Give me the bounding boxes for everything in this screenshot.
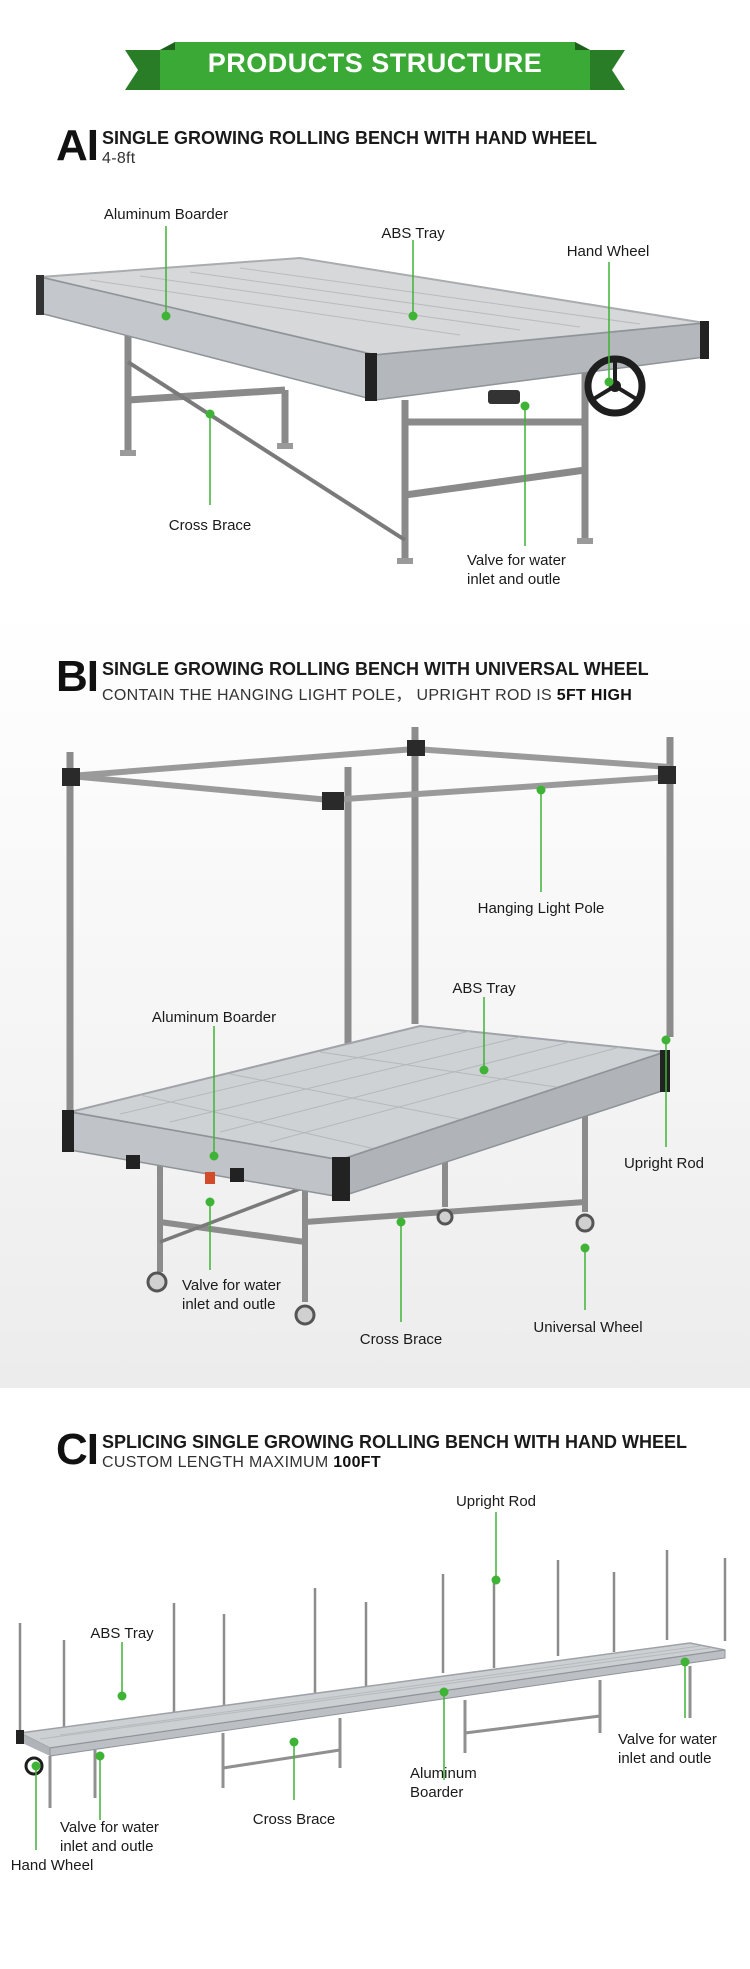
section-a: AI SINGLE GROWING ROLLING BENCH WITH HAN…: [0, 100, 750, 612]
banner-ribbon: [125, 42, 625, 90]
section-a-subtitle: 4-8ft: [102, 150, 136, 167]
bench-c-upright-rods: [18, 1550, 727, 1740]
bench-c-leaders: [35, 1512, 686, 1850]
bench-a-feet: [120, 443, 593, 564]
label-a-cross-brace: Cross Brace: [168, 517, 252, 534]
label-a-valve-line2: inlet and outle: [467, 571, 561, 588]
bench-b-universal-wheels: [146, 1208, 595, 1326]
section-b-letter: BI: [56, 652, 99, 701]
bench-c-aluminum-border: [20, 1733, 50, 1756]
label-c-valve-right-line2: inlet and outle: [618, 1750, 712, 1767]
label-b-aluminum-boarder: Aluminum Boarder: [151, 1009, 277, 1026]
section-b-subtitle-bold: 5FT HIGH: [556, 687, 633, 704]
section-a-letter: AI: [56, 121, 99, 170]
label-b-hanging-light-pole: Hanging Light Pole: [477, 900, 605, 917]
bench-a-tray-grid: [89, 267, 641, 336]
section-b-title: SINGLE GROWING ROLLING BENCH WITH UNIVER…: [102, 659, 649, 679]
bench-a-hand-wheel: [584, 355, 646, 417]
label-b-upright-rod: Upright Rod: [623, 1155, 705, 1172]
section-c-letter: CI: [56, 1425, 99, 1474]
label-b-valve-line1: Valve for water: [182, 1277, 281, 1294]
bench-c-legs: [48, 1666, 692, 1808]
label-c-valve-left-line2: inlet and outle: [60, 1838, 154, 1855]
bench-c-tray-grid: [39, 1645, 711, 1740]
label-c-aluminum-line2: Boarder: [410, 1784, 464, 1801]
section-c-subtitle-text: CUSTOM LENGTH MAXIMUM: [102, 1454, 334, 1471]
section-c-subtitle: CUSTOM LENGTH MAXIMUM 100FT: [102, 1454, 381, 1472]
section-a-title: SINGLE GROWING ROLLING BENCH WITH HAND W…: [102, 128, 597, 148]
label-c-valve-left: Valve for water inlet and outle: [60, 1818, 159, 1856]
bench-c-leader-dots: [31, 1575, 690, 1771]
label-b-universal-wheel: Universal Wheel: [533, 1319, 643, 1336]
label-c-hand-wheel: Hand Wheel: [10, 1857, 94, 1874]
section-b-subtitle: CONTAIN THE HANGING LIGHT POLE， UPRIGHT …: [102, 681, 632, 705]
label-c-cross-brace: Cross Brace: [252, 1811, 336, 1828]
label-c-valve-right-line1: Valve for water: [618, 1731, 717, 1748]
label-a-valve: Valve for water inlet and outle: [467, 551, 566, 589]
bench-a-leader-dots: [161, 311, 614, 419]
bench-a-frame: [124, 332, 589, 560]
section-c-title: SPLICING SINGLE GROWING ROLLING BENCH WI…: [102, 1432, 687, 1452]
bench-a-cross-brace: [126, 360, 407, 542]
label-c-aluminum-boarder: Aluminum Boarder: [410, 1764, 477, 1802]
label-c-abs-tray: ABS Tray: [90, 1625, 154, 1642]
label-b-cross-brace: Cross Brace: [359, 1331, 443, 1348]
banner-title: PRODUCTS STRUCTURE: [207, 48, 543, 78]
bench-b-valve: [205, 1172, 215, 1184]
bench-b-illustration: [62, 727, 676, 1326]
bench-b-light-poles: [69, 746, 671, 803]
bench-b-tray-grid: [119, 1030, 621, 1158]
bench-a-leaders: [165, 226, 610, 546]
label-a-hand-wheel: Hand Wheel: [566, 243, 650, 260]
section-b-subtitle-text: CONTAIN THE HANGING LIGHT POLE， UPRIGHT …: [102, 687, 557, 704]
bench-b-connectors: [62, 740, 676, 810]
label-b-abs-tray: ABS Tray: [452, 980, 516, 997]
label-c-valve-left-line1: Valve for water: [60, 1819, 159, 1836]
label-a-valve-line1: Valve for water: [467, 552, 566, 569]
bench-b-leader-dots: [205, 785, 671, 1253]
bench-c-illustration: [16, 1512, 727, 1850]
bench-a-valve: [488, 390, 520, 404]
label-b-valve: Valve for water inlet and outle: [182, 1276, 281, 1314]
label-a-abs-tray: ABS Tray: [381, 225, 445, 242]
section-b: BI SINGLE GROWING ROLLING BENCH WITH UNI…: [0, 612, 750, 1388]
section-c-subtitle-bold: 100FT: [333, 1454, 381, 1471]
bench-b-cross-brace: [159, 1185, 306, 1244]
bench-a-illustration: [36, 226, 709, 564]
bench-b-leaders: [209, 790, 667, 1322]
label-c-valve-right: Valve for water inlet and outle: [618, 1730, 717, 1768]
section-c: CI SPLICING SINGLE GROWING ROLLING BENCH…: [0, 1388, 750, 1969]
label-c-upright-rod: Upright Rod: [455, 1493, 537, 1510]
bench-c-hand-wheel: [24, 1756, 44, 1776]
label-b-valve-line2: inlet and outle: [182, 1296, 276, 1313]
label-a-aluminum-boarder: Aluminum Boarder: [103, 206, 229, 223]
label-c-aluminum-line1: Aluminum: [410, 1765, 477, 1782]
header-banner: PRODUCTS STRUCTURE: [0, 0, 750, 100]
